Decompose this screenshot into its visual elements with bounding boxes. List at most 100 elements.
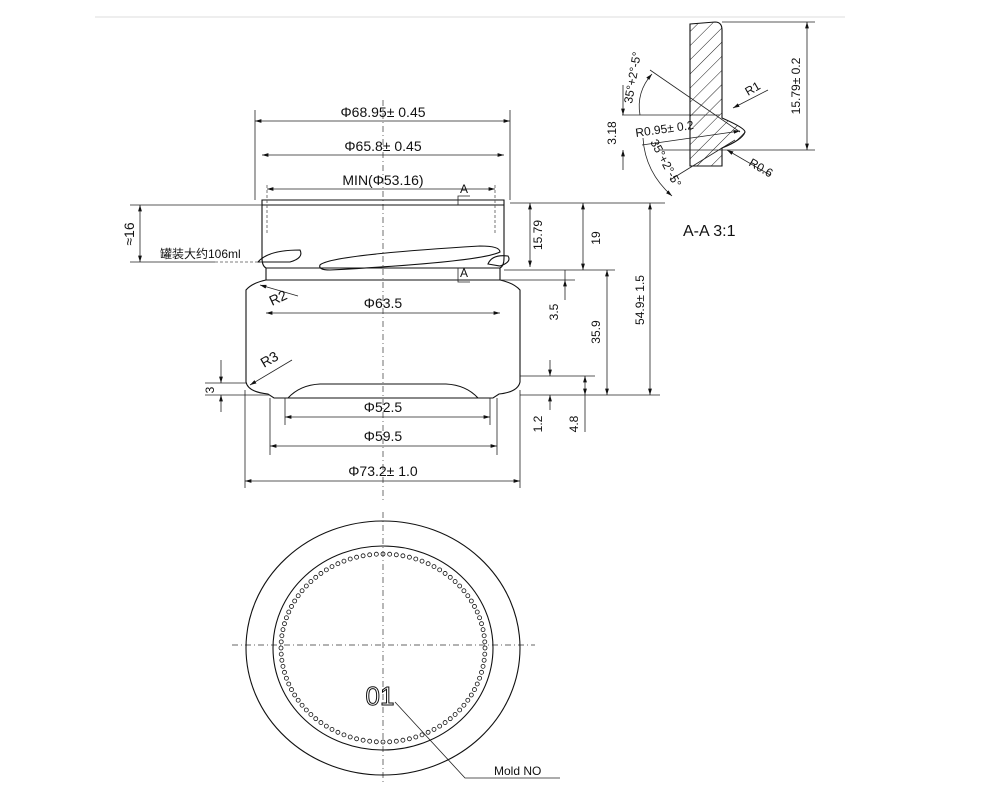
knurl-dot (474, 609, 480, 615)
outer-rim (245, 520, 521, 776)
wall-section-hatch (689, 21, 746, 167)
dim-bottom-radius-height: 3 (203, 386, 217, 393)
knurl-dot (480, 663, 486, 669)
knurl-dot (477, 675, 482, 681)
knurl-dot (286, 609, 292, 615)
dim-root-thread: Φ65.8± 0.45 (344, 138, 421, 154)
dim-thread-zone: 19 (589, 231, 603, 245)
mold-number: 01 (366, 681, 395, 711)
knurl-dot (442, 720, 448, 725)
knurl-dot (482, 651, 488, 657)
knurl-dot (367, 738, 373, 744)
knurl-dot (452, 579, 458, 584)
knurl-dot (329, 564, 335, 569)
knurl-dot (468, 692, 474, 698)
section-radius-bottom: R0.6 (747, 155, 776, 180)
jar-outline (245, 199, 521, 399)
knurl-dot (354, 736, 360, 742)
knurl-dot (278, 651, 284, 657)
knurl-dot (425, 729, 431, 735)
knurl-dot (279, 633, 285, 639)
thread-lug (487, 255, 510, 267)
knurl-dot (419, 732, 425, 738)
knurl-dot (329, 727, 335, 732)
knurl-dot (380, 739, 386, 745)
knurl-dot (474, 681, 480, 687)
knurl-dot (452, 712, 458, 717)
section-angle-bottom: 35°+2°-5° (647, 137, 684, 190)
dim-base-outer: Φ59.5 (364, 428, 403, 444)
mold-label: Mold NO (494, 764, 541, 778)
knurl-dot (431, 727, 437, 732)
knurl-dot (457, 707, 463, 713)
dim-outer-thread: Φ68.95± 0.45 (340, 104, 425, 120)
knurl-dot (393, 552, 399, 558)
knurl-dot (308, 579, 314, 584)
knurl-dot (341, 732, 347, 738)
thread-lug (256, 249, 302, 263)
knurl-dot (295, 697, 301, 703)
knurl-dot (323, 567, 329, 573)
knurl-dot (400, 553, 406, 559)
capacity-note: 罐装大约106ml (160, 246, 241, 261)
knurl-dot (447, 574, 453, 580)
knurl-dot (284, 615, 289, 621)
knurl-dot (387, 551, 393, 557)
knurl-dot (419, 558, 425, 564)
knurl-dot (284, 675, 289, 681)
knurl-dot (335, 729, 341, 735)
knurl-dot (360, 553, 366, 559)
section-height: 15.79± 0.2 (789, 57, 803, 114)
knurl-dot (413, 556, 419, 562)
section-lug-height: 3.18 (605, 121, 619, 145)
knurl-dot (482, 639, 488, 645)
dim-neck-step: 3.5 (547, 303, 561, 320)
knurl-dot (360, 737, 366, 743)
radius-base: R3 (258, 348, 282, 371)
knurl-dot (280, 663, 286, 669)
knurl-dot (373, 551, 379, 557)
knurl-dot (286, 681, 292, 687)
knurl-dot (437, 567, 443, 573)
knurl-dot (431, 564, 437, 569)
knurl-dot (335, 561, 341, 567)
knurl-dot (292, 598, 298, 604)
knurl-dot (303, 707, 309, 713)
knurl-dot (295, 593, 301, 599)
knurl-dot (347, 734, 353, 740)
section-view: 15.79± 0.2 3.18 R1 R0.95± 0.2 R0.6 35°+2… (605, 21, 815, 240)
knurl-dot (480, 627, 486, 633)
knurl-dot (481, 657, 487, 663)
knurl-dot (278, 645, 284, 651)
knurl-dot (282, 621, 287, 627)
knurl-dot (393, 738, 399, 744)
knurl-dot (279, 657, 285, 663)
knurl-dot (354, 554, 360, 560)
bottom-view: 01 Mold NO (232, 512, 560, 785)
knurl-dot (299, 588, 305, 594)
knurl-dot (387, 739, 393, 745)
inner-rim (272, 545, 494, 751)
dim-body: Φ73.2± 1.0 (348, 463, 418, 479)
knurl-dot (437, 723, 443, 729)
radius-shoulder: R2 (267, 287, 290, 309)
knurl-dot (461, 702, 467, 708)
knurl-dot (457, 583, 463, 589)
horizontal-dimensions: Φ68.95± 0.45 Φ65.8± 0.45 MIN(Φ53.16) A A… (244, 104, 521, 488)
knurl-dot (341, 558, 347, 564)
mold-leader (394, 701, 560, 779)
knurl-dot (380, 551, 386, 557)
knurl-dot (280, 627, 286, 633)
dim-base-inner: Φ52.5 (364, 399, 403, 415)
knurl-dot (313, 716, 319, 722)
knurl-dot (406, 554, 412, 560)
knurl-dot (465, 593, 471, 599)
knurl-dot (425, 561, 431, 567)
knurl-dot (373, 739, 379, 745)
section-radius-tip: R0.95± 0.2 (634, 118, 694, 140)
dim-base-height: 4.8 (567, 415, 581, 432)
dim-body-height: 35.9 (589, 320, 603, 344)
knurl-dot (347, 556, 353, 562)
knurl-dot (447, 716, 453, 722)
